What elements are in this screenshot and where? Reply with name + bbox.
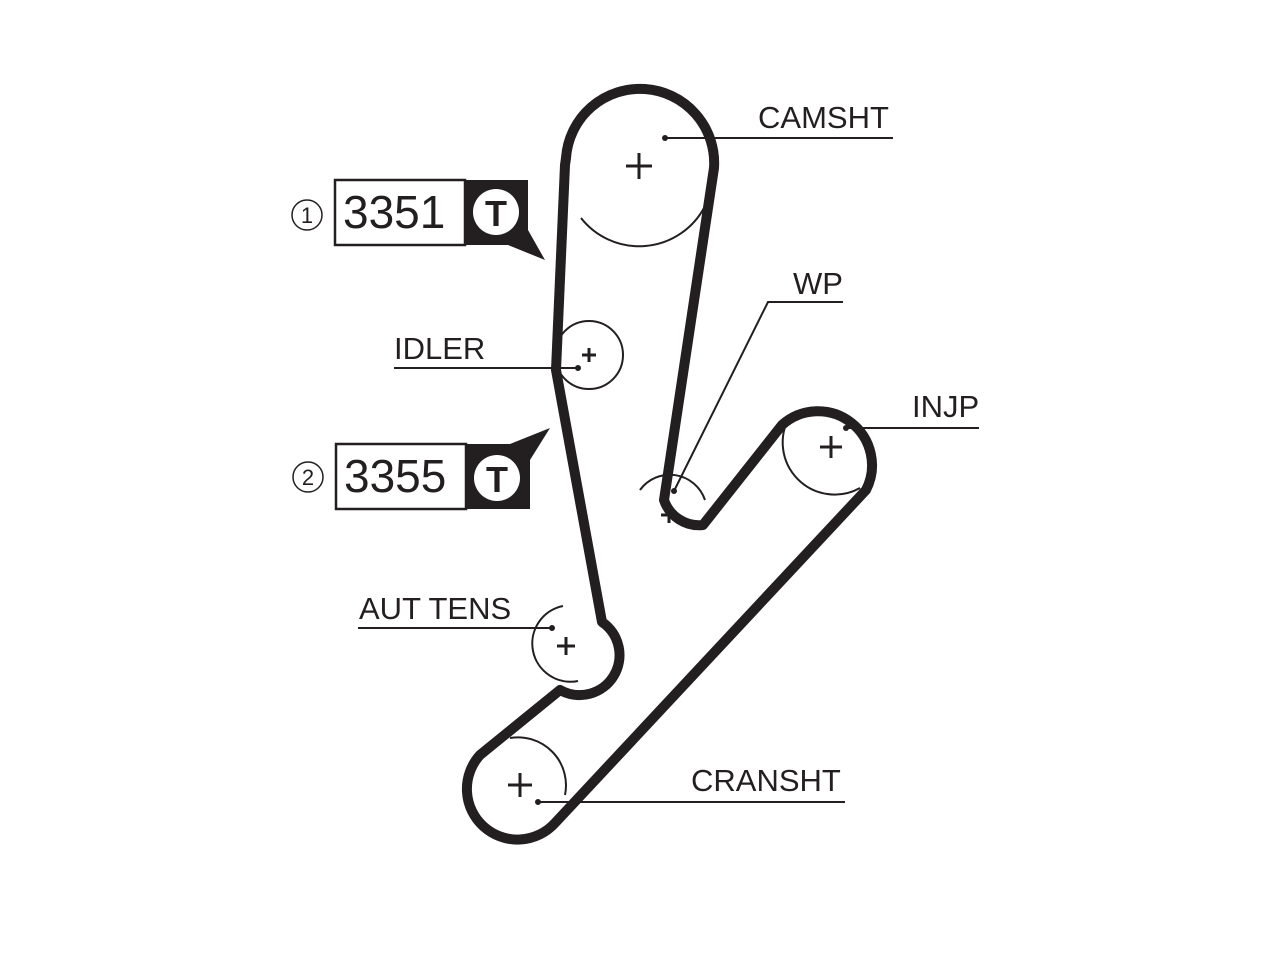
plus-icon xyxy=(582,348,596,362)
label-injection-pump: INJP xyxy=(912,389,979,424)
part-code-box xyxy=(333,178,467,247)
part-badge-2: T xyxy=(486,459,508,500)
injection-pump-pulley xyxy=(781,415,861,496)
label-water-pump: WP xyxy=(793,266,843,301)
idler-pulley xyxy=(554,320,624,390)
label-auto-tensioner: AUT TENS xyxy=(359,591,511,626)
label-camshaft: CAMSHT xyxy=(758,100,889,135)
plus-icon xyxy=(661,507,677,523)
index-circle xyxy=(291,199,323,231)
part-badge-1: T xyxy=(485,193,507,234)
label-crankshaft: CRANSHT xyxy=(691,763,841,798)
leader-auto-tensioner xyxy=(358,625,555,631)
auto-tensioner-pulley xyxy=(531,605,579,683)
leader-idler xyxy=(394,365,581,371)
leader-water-pump xyxy=(671,301,843,494)
camshaft-pulley xyxy=(580,153,705,248)
leader-injection-pump xyxy=(843,425,979,431)
t-badge-icon xyxy=(474,455,520,501)
plus-icon xyxy=(557,637,575,655)
crankshaft-pulley xyxy=(508,736,567,797)
part-code-2: 3355 xyxy=(344,450,446,502)
part-callout-2: 2 3355 T xyxy=(292,428,550,511)
plus-icon xyxy=(626,153,652,179)
label-idler: IDLER xyxy=(394,331,485,366)
part-index-2: 2 xyxy=(302,465,314,490)
index-circle xyxy=(292,461,324,493)
leader-camshaft xyxy=(662,135,893,141)
water-pump-pulley xyxy=(639,473,706,523)
timing-belt xyxy=(461,83,877,845)
leader-crankshaft xyxy=(535,799,845,805)
part-index-1: 1 xyxy=(301,203,313,228)
part-callout-1: 1 3351 T xyxy=(291,178,545,260)
plus-icon xyxy=(820,436,842,458)
plus-icon xyxy=(508,773,532,797)
part-code-1: 3351 xyxy=(343,186,445,238)
t-badge-icon xyxy=(473,189,519,235)
